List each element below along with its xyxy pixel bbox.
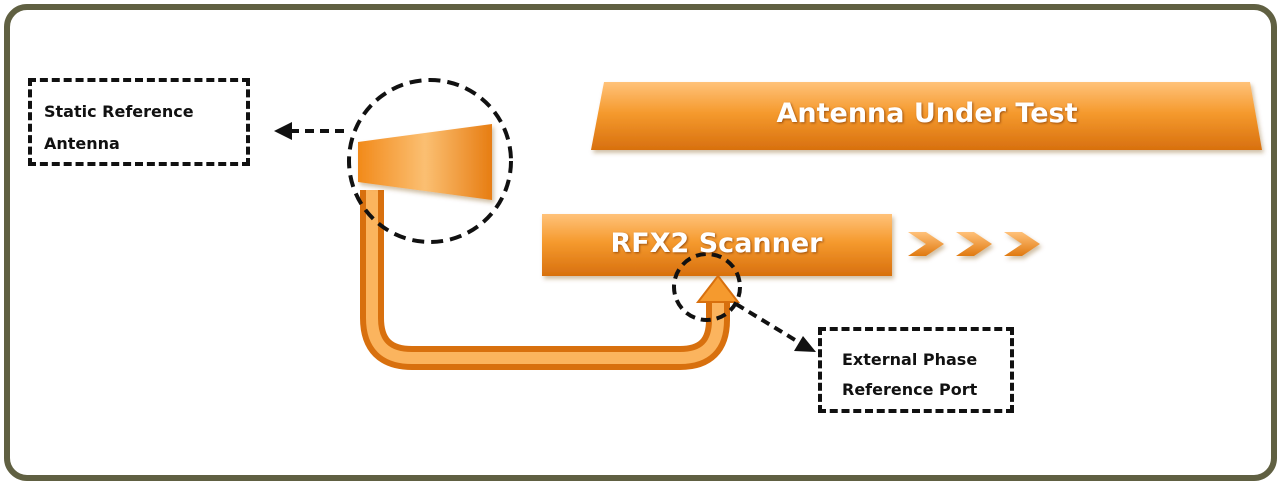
antenna-under-test-bar bbox=[591, 82, 1262, 150]
static-reference-line1: Static Reference bbox=[44, 102, 194, 121]
port-arrow-head bbox=[695, 274, 741, 303]
port-highlight-circle bbox=[672, 252, 742, 322]
external-phase-reference-port-callout: External Phase Reference Port bbox=[818, 327, 1014, 413]
antenna-under-test-label: Antenna Under Test bbox=[776, 98, 1078, 129]
static-pointer-arrowhead bbox=[274, 122, 292, 140]
horn-antenna-shape bbox=[358, 124, 492, 200]
chevron-icon bbox=[956, 232, 992, 256]
chevron-arrows bbox=[908, 232, 1040, 256]
phase-port-line1: External Phase bbox=[842, 350, 978, 369]
rfx2-scanner-bar bbox=[542, 214, 892, 276]
port-pointer-line bbox=[734, 302, 802, 345]
chevron-icon bbox=[1004, 232, 1040, 256]
static-antenna-highlight-circle bbox=[347, 78, 513, 244]
chevron-icon bbox=[908, 232, 944, 256]
static-reference-antenna-callout: Static Reference Antenna bbox=[28, 78, 250, 166]
rfx2-scanner-label: RFX2 Scanner bbox=[610, 228, 823, 259]
reference-cable-highlight bbox=[366, 190, 724, 364]
port-pointer-arrowhead bbox=[794, 336, 816, 352]
phase-port-line2: Reference Port bbox=[842, 380, 978, 399]
static-reference-line2: Antenna bbox=[44, 134, 120, 153]
